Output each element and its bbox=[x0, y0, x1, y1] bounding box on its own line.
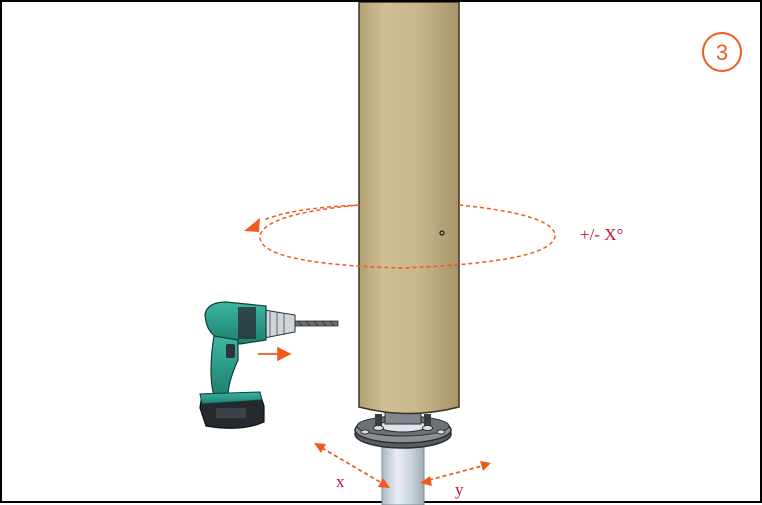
step-badge: 3 bbox=[702, 32, 742, 72]
y-adjust-arrow bbox=[420, 461, 491, 486]
base-flange bbox=[354, 409, 452, 449]
flange-bolt bbox=[422, 414, 433, 431]
pilot-hole-marker bbox=[439, 230, 445, 236]
flange-bolt bbox=[360, 429, 446, 435]
rotation-arrow-icon bbox=[244, 204, 556, 269]
steel-pole bbox=[381, 439, 425, 505]
step-number: 3 bbox=[716, 40, 728, 65]
y-label: y bbox=[455, 480, 464, 499]
tube-cylinder bbox=[358, 2, 460, 415]
cordless-drill-icon bbox=[199, 301, 339, 429]
x-adjust-arrow bbox=[314, 443, 390, 488]
flange-bolt bbox=[373, 414, 384, 431]
x-label: x bbox=[336, 472, 345, 491]
rotation-label: +/- X° bbox=[580, 225, 623, 244]
